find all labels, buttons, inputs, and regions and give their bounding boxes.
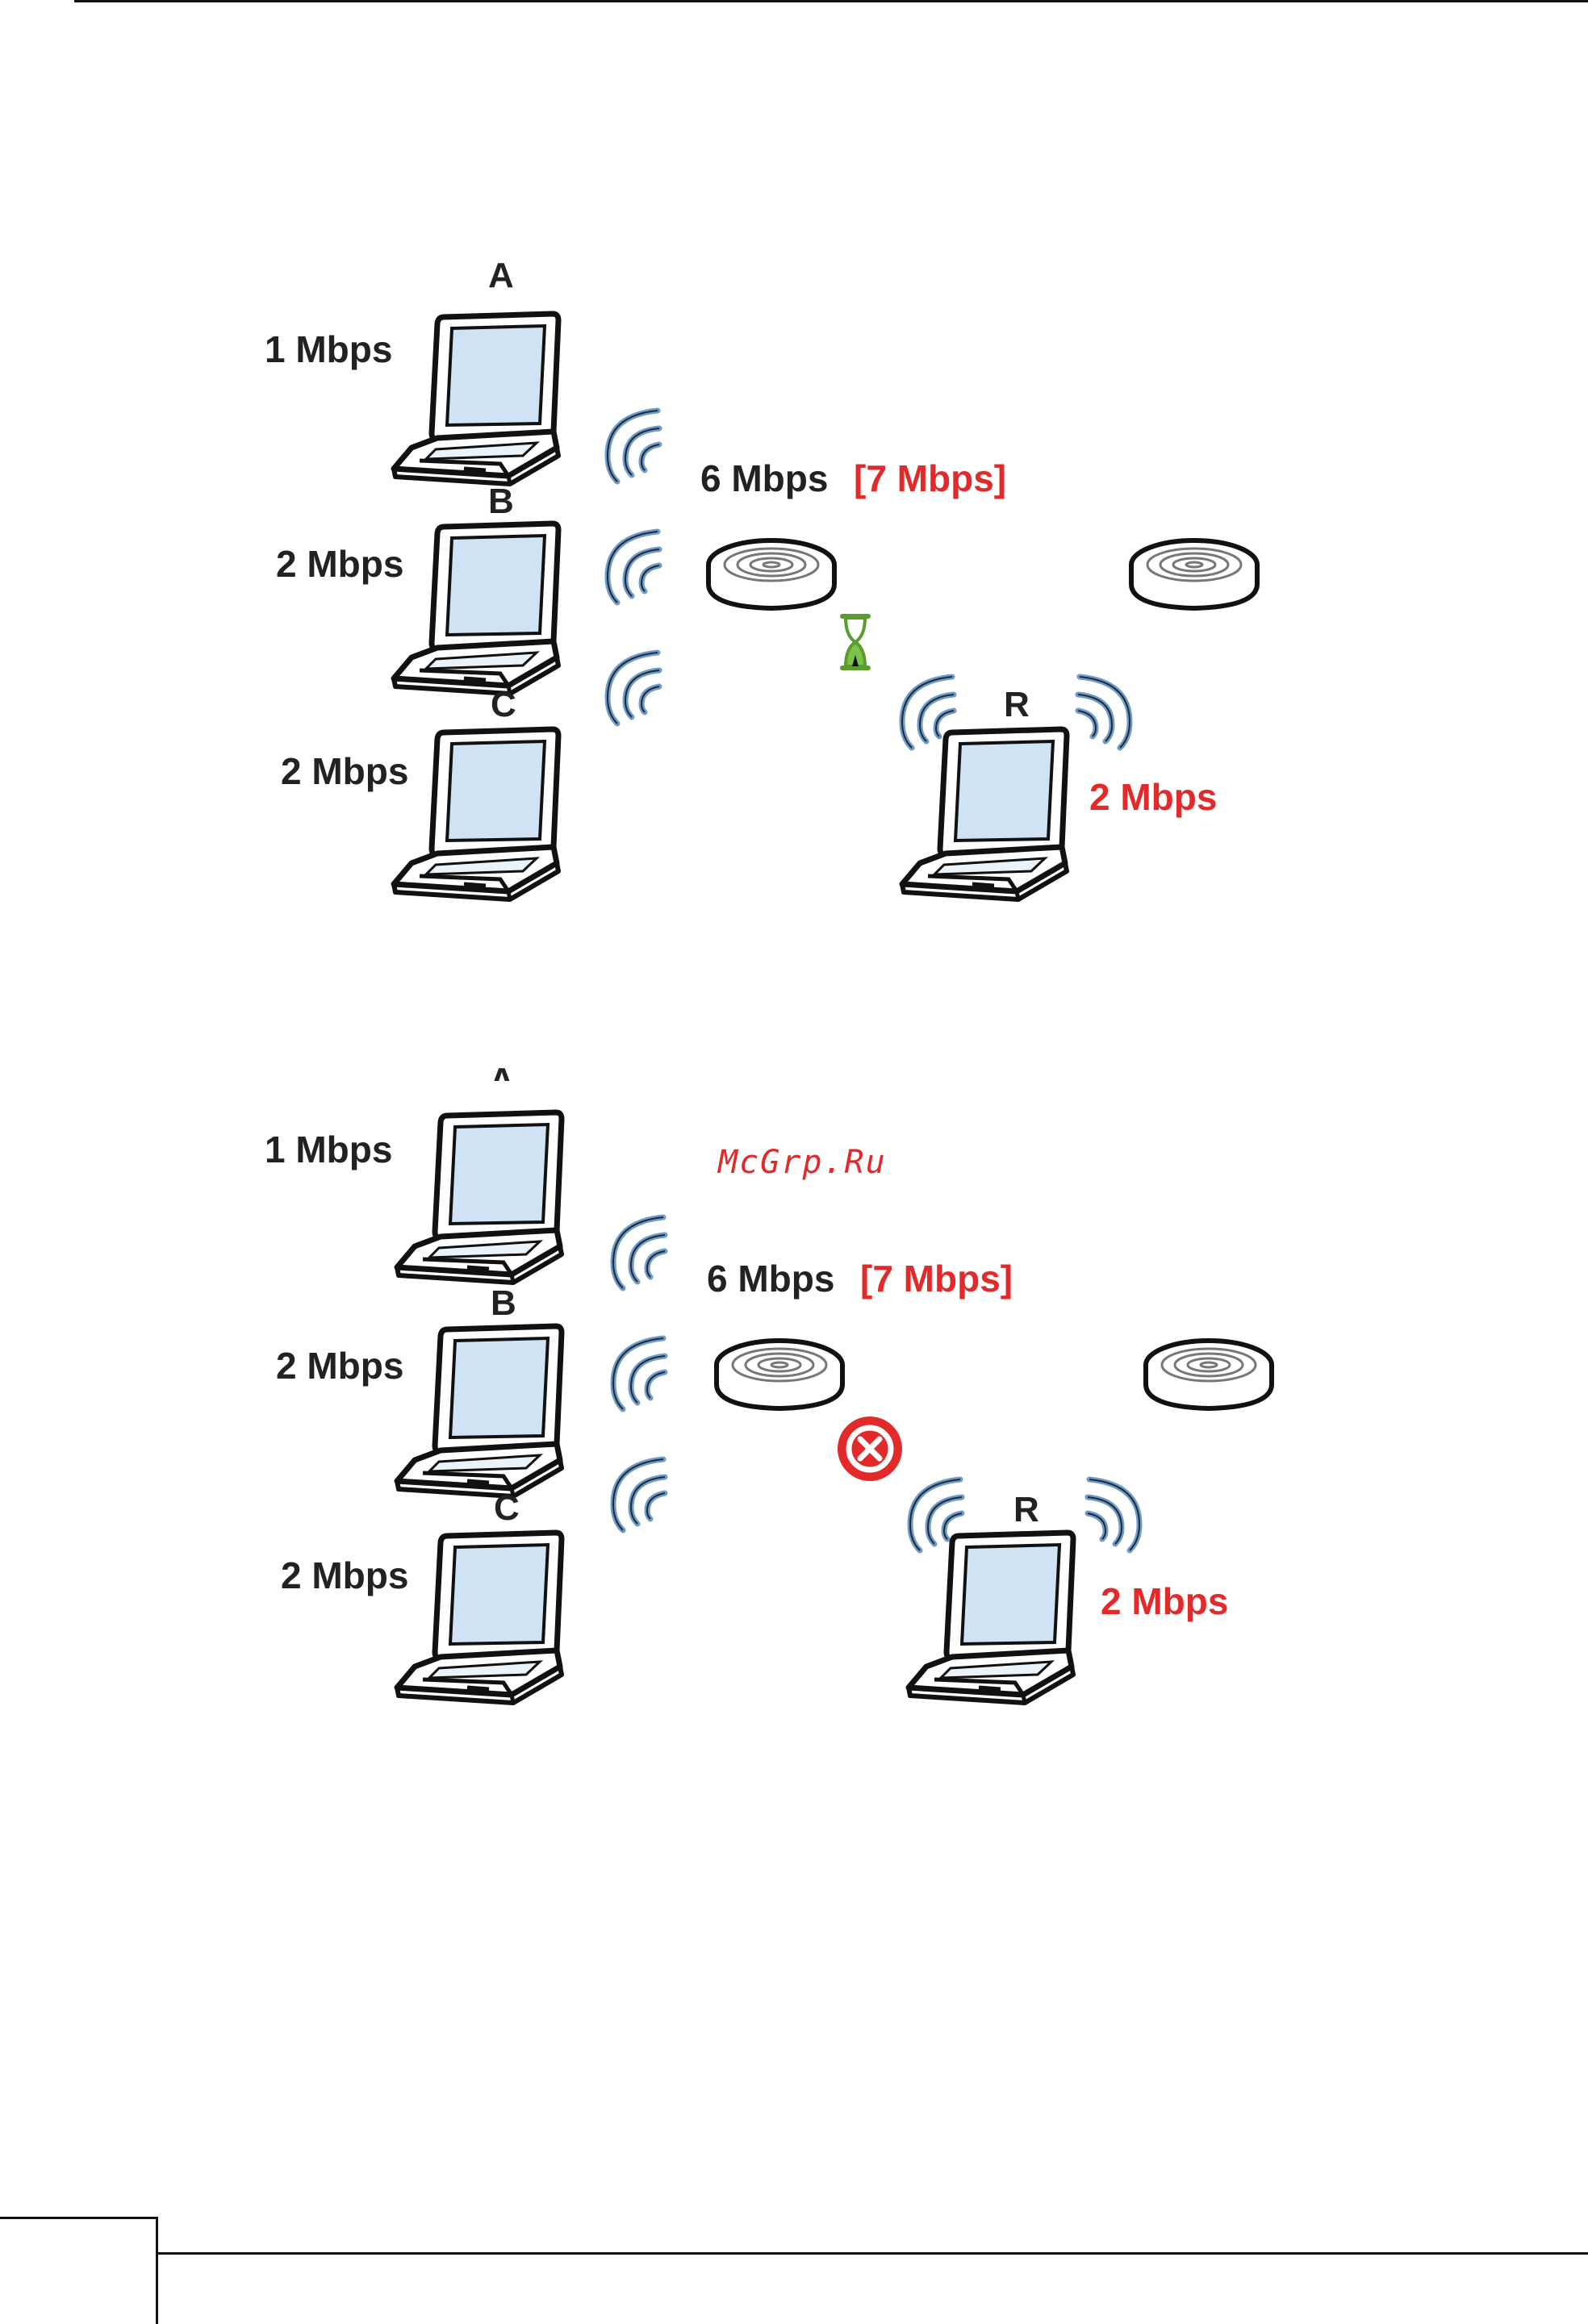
ap-rate: 6 Mbps bbox=[707, 1260, 834, 1297]
laptop-a-icon bbox=[391, 1109, 568, 1287]
signal-waves-icon bbox=[607, 1456, 679, 1537]
laptop-c-icon bbox=[391, 1529, 568, 1707]
footer-rule bbox=[158, 2252, 1588, 2255]
access-point-icon bbox=[1130, 539, 1259, 611]
laptop-b-letter: B bbox=[491, 1286, 516, 1321]
watermark: McGrp.Ru bbox=[718, 1144, 887, 1181]
laptop-b-rate: 2 Mbps bbox=[276, 545, 403, 582]
laptop-a-rate: 1 Mbps bbox=[265, 1131, 392, 1168]
page-number-box bbox=[0, 2217, 158, 2324]
ap-rate-extra: [7 Mbps] bbox=[854, 460, 1006, 497]
laptop-a-rate: 1 Mbps bbox=[265, 331, 392, 368]
laptop-c-letter: C bbox=[494, 1491, 520, 1526]
header-rule bbox=[74, 0, 1588, 2]
blocked-icon bbox=[836, 1415, 904, 1483]
repeater-laptop-icon bbox=[896, 726, 1073, 903]
repeater-rate: 2 Mbps bbox=[1101, 1583, 1228, 1620]
laptop-a-letter: A bbox=[488, 258, 514, 294]
signal-waves-icon bbox=[601, 649, 674, 730]
hourglass-icon bbox=[839, 613, 871, 671]
laptop-b-letter: B bbox=[488, 484, 514, 519]
signal-waves-icon bbox=[601, 528, 674, 609]
laptop-a-icon bbox=[387, 311, 565, 488]
laptop-c-rate: 2 Mbps bbox=[281, 1557, 408, 1594]
laptop-c-letter: C bbox=[491, 687, 516, 723]
ap-rate: 6 Mbps bbox=[700, 460, 828, 497]
repeater-rate: 2 Mbps bbox=[1089, 778, 1217, 816]
laptop-a-letter: A bbox=[489, 1063, 515, 1081]
signal-waves-icon bbox=[607, 1335, 679, 1416]
laptop-c-icon bbox=[387, 726, 565, 903]
laptop-b-icon bbox=[391, 1323, 568, 1500]
repeater-letter: R bbox=[1013, 1492, 1039, 1528]
access-point-icon bbox=[1144, 1339, 1273, 1412]
ap-rate-extra: [7 Mbps] bbox=[860, 1260, 1013, 1297]
access-point-icon bbox=[715, 1339, 844, 1412]
signal-waves-icon bbox=[1064, 674, 1136, 754]
repeater-laptop-icon bbox=[902, 1529, 1080, 1707]
repeater-letter: R bbox=[1004, 687, 1030, 723]
access-point-icon bbox=[707, 539, 836, 611]
signal-waves-icon bbox=[607, 1214, 679, 1295]
signal-waves-icon bbox=[1073, 1476, 1146, 1557]
laptop-b-icon bbox=[387, 520, 565, 698]
signal-waves-icon bbox=[601, 407, 674, 488]
laptop-b-rate: 2 Mbps bbox=[276, 1347, 403, 1384]
